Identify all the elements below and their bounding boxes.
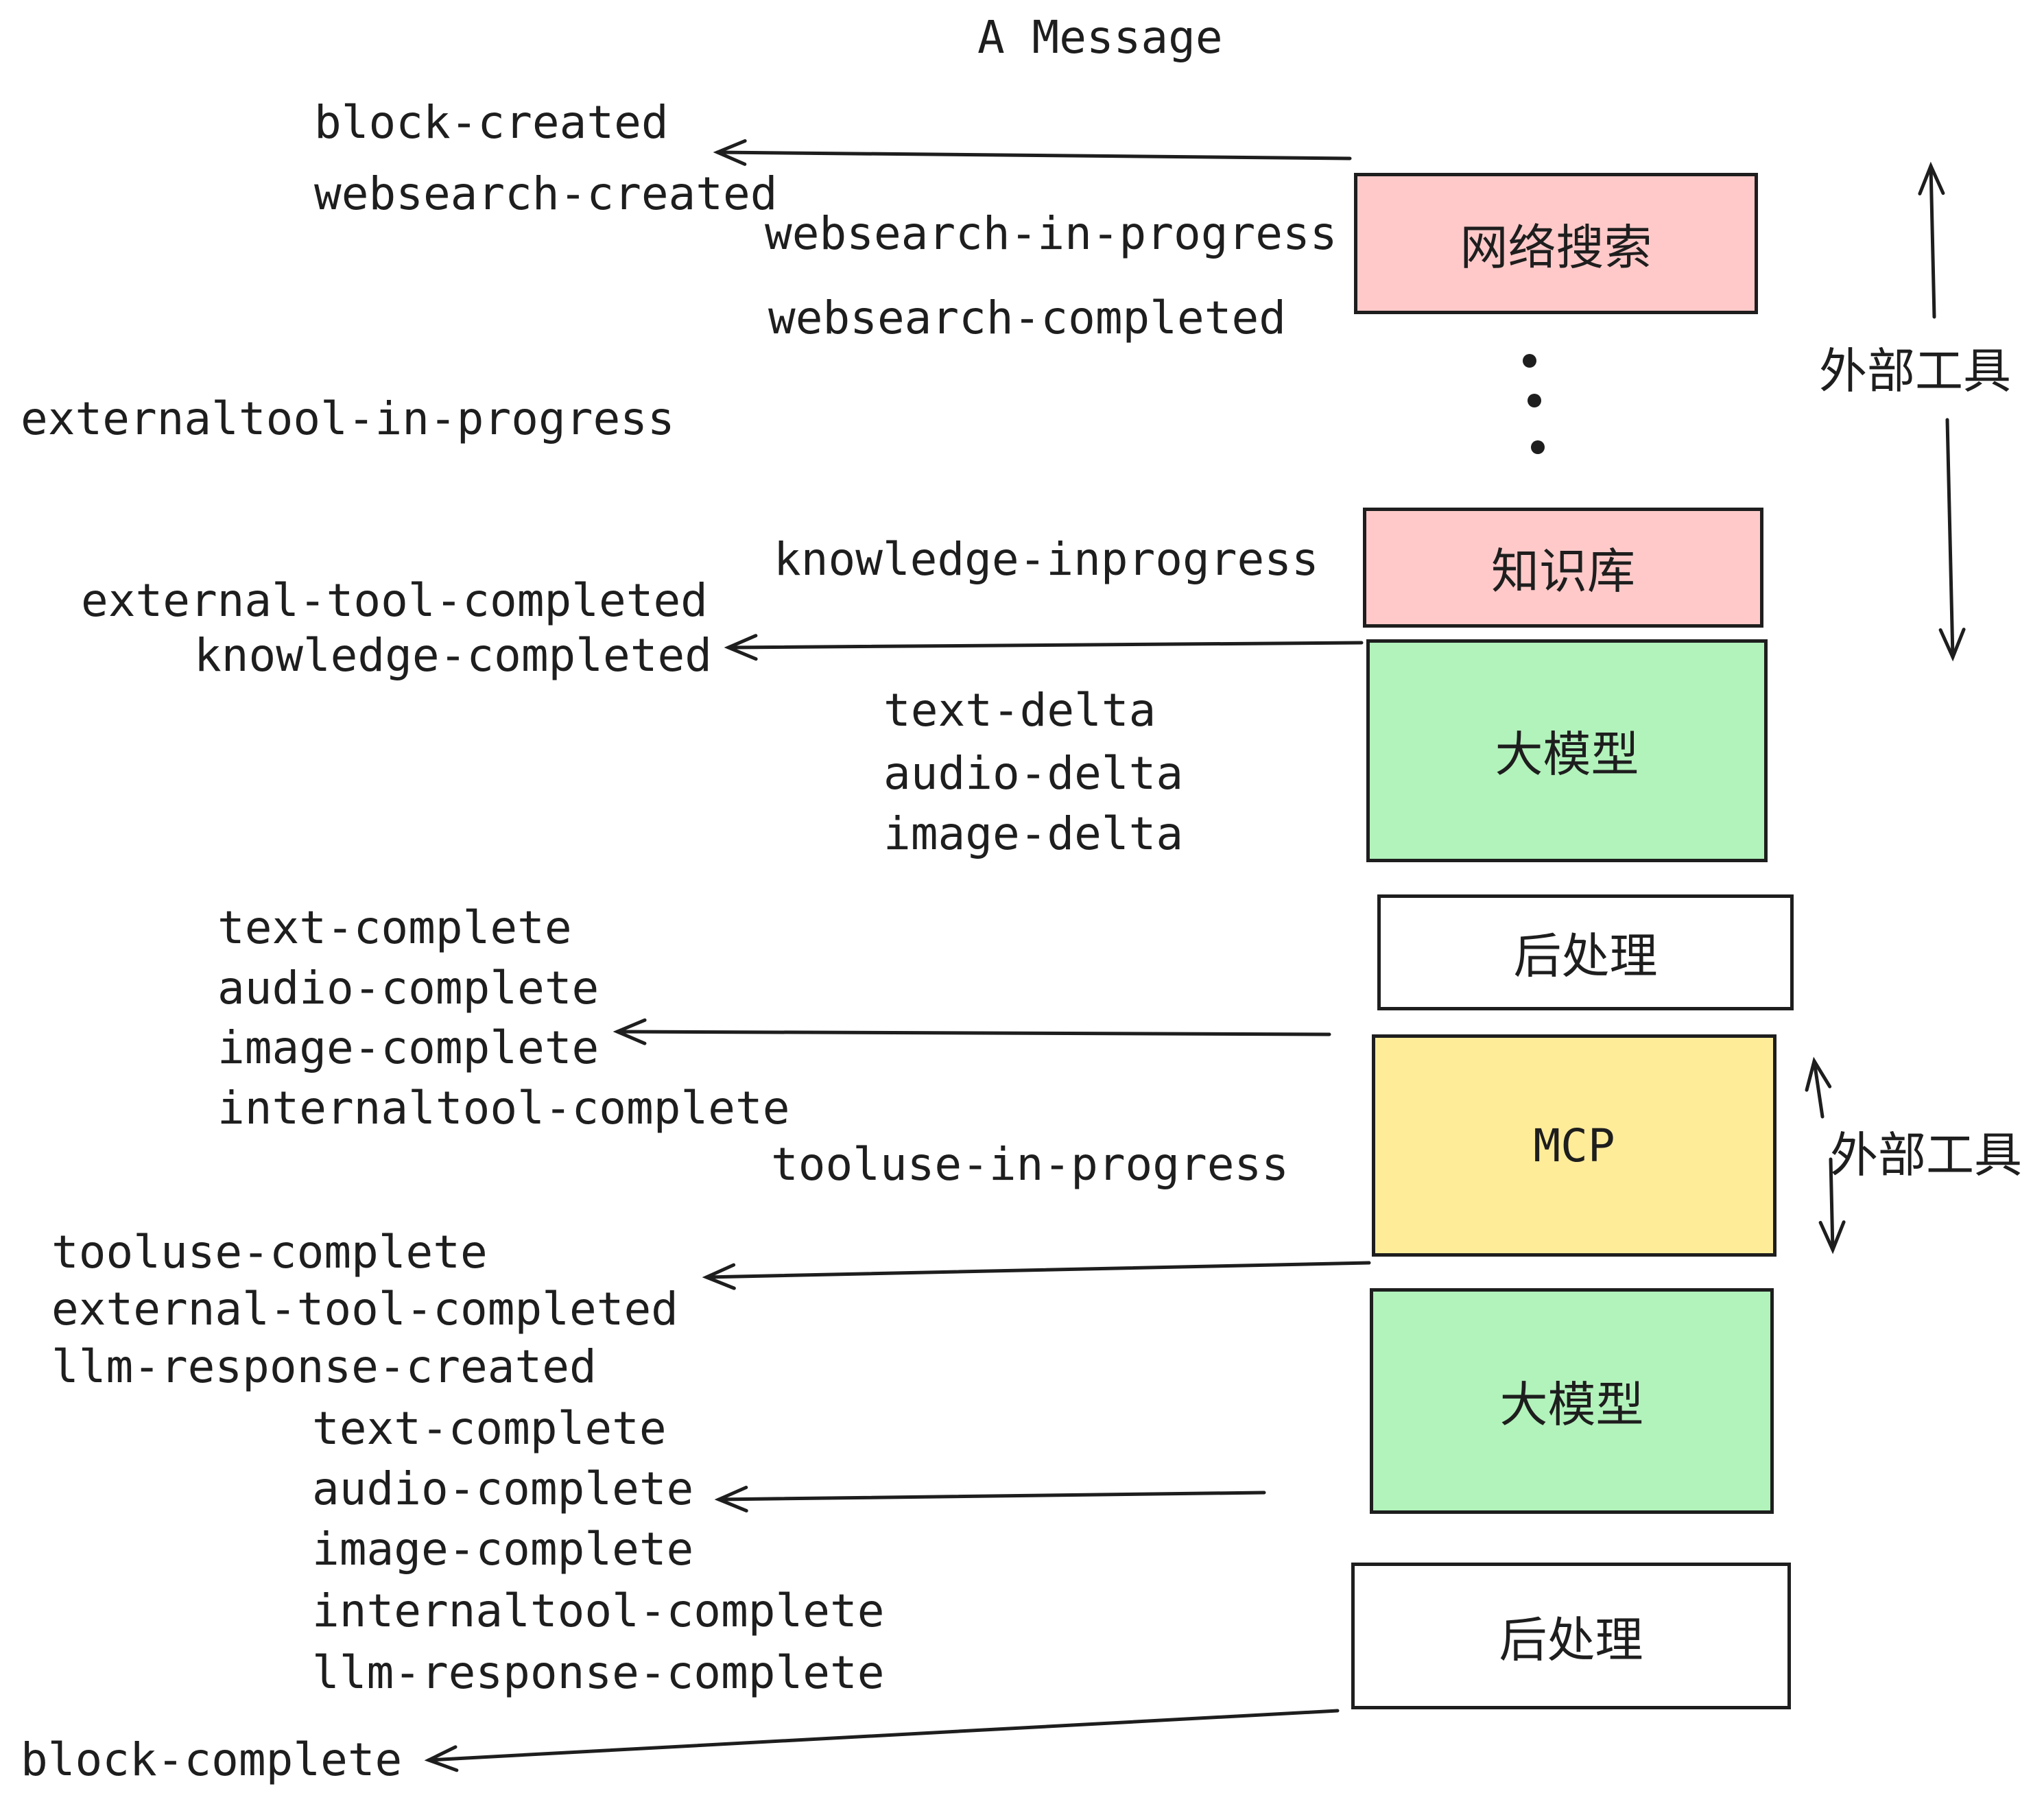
event-label-knowledge-inprogress: knowledge-inprogress	[774, 533, 1319, 586]
arrow-external-tools-1-up	[1918, 161, 1945, 319]
event-label-audio-complete-2: audio-complete	[312, 1462, 694, 1515]
box-llm-2-label: 大模型	[1499, 1378, 1644, 1432]
box-websearch-label: 网络搜索	[1460, 220, 1652, 274]
side-label-external-tools-2: 外部工具	[1830, 1128, 2022, 1182]
event-label-tooluse-in-progress: tooluse-in-progress	[771, 1138, 1289, 1191]
box-postprocess-1-label: 后处理	[1513, 929, 1658, 983]
box-llm-1: 大模型	[1366, 639, 1768, 862]
diagram-title: A Message	[977, 11, 1223, 64]
box-postprocess-1: 后处理	[1377, 894, 1794, 1010]
event-label-text-delta: text-delta	[883, 684, 1156, 737]
arrow-to-knowledge-completed	[724, 634, 1364, 661]
event-label-internaltool-complete-2: internaltool-complete	[312, 1585, 885, 1637]
box-llm-1-label: 大模型	[1495, 728, 1639, 781]
box-knowledge: 知识库	[1363, 508, 1763, 628]
box-llm-2: 大模型	[1370, 1288, 1774, 1514]
arrow-to-image-complete	[613, 1018, 1331, 1045]
event-label-block-complete: block-complete	[21, 1733, 403, 1786]
event-label-image-complete-2: image-complete	[312, 1523, 694, 1576]
event-label-external-tool-completed-2: external-tool-completed	[51, 1283, 678, 1336]
box-mcp: MCP	[1372, 1034, 1776, 1257]
event-label-websearch-completed: websearch-completed	[768, 292, 1286, 344]
event-label-tooluse-complete: tooluse-complete	[51, 1226, 488, 1279]
arrow-to-audio-complete	[714, 1485, 1266, 1512]
event-label-image-complete: image-complete	[217, 1021, 599, 1074]
event-label-externaltool-in-progress: externaltool-in-progress	[21, 392, 675, 445]
ellipsis-dots	[1523, 354, 1545, 454]
event-label-websearch-created: websearch-created	[314, 167, 778, 220]
arrow-to-tooluse-complete	[702, 1261, 1371, 1290]
event-label-text-complete: text-complete	[217, 901, 572, 954]
event-label-text-complete-2: text-complete	[312, 1402, 667, 1455]
box-postprocess-2-label: 后处理	[1499, 1613, 1643, 1667]
event-label-llm-response-created: llm-response-created	[51, 1340, 597, 1393]
arrow-external-tools-2-up	[1805, 1056, 1832, 1119]
event-label-audio-delta: audio-delta	[883, 747, 1184, 800]
event-label-audio-complete: audio-complete	[217, 962, 599, 1014]
event-label-websearch-in-progress: websearch-in-progress	[765, 207, 1338, 260]
box-websearch: 网络搜索	[1354, 173, 1758, 314]
event-label-block-created: block-created	[314, 96, 669, 149]
event-label-knowledge-completed: knowledge-completed	[194, 629, 712, 682]
arrow-to-block-created	[713, 139, 1352, 166]
box-knowledge-label: 知识库	[1491, 545, 1635, 598]
event-label-external-tool-completed: external-tool-completed	[81, 574, 708, 627]
side-label-external-tools-1: 外部工具	[1819, 344, 2011, 398]
event-label-llm-response-complete: llm-response-complete	[312, 1646, 885, 1699]
arrow-to-block-complete	[424, 1709, 1340, 1772]
arrow-external-tools-1-down	[1938, 418, 1966, 662]
event-label-image-delta: image-delta	[883, 807, 1184, 860]
box-mcp-label: MCP	[1533, 1119, 1615, 1172]
box-postprocess-2: 后处理	[1351, 1563, 1791, 1709]
event-label-internaltool-complete: internaltool-complete	[217, 1082, 790, 1135]
